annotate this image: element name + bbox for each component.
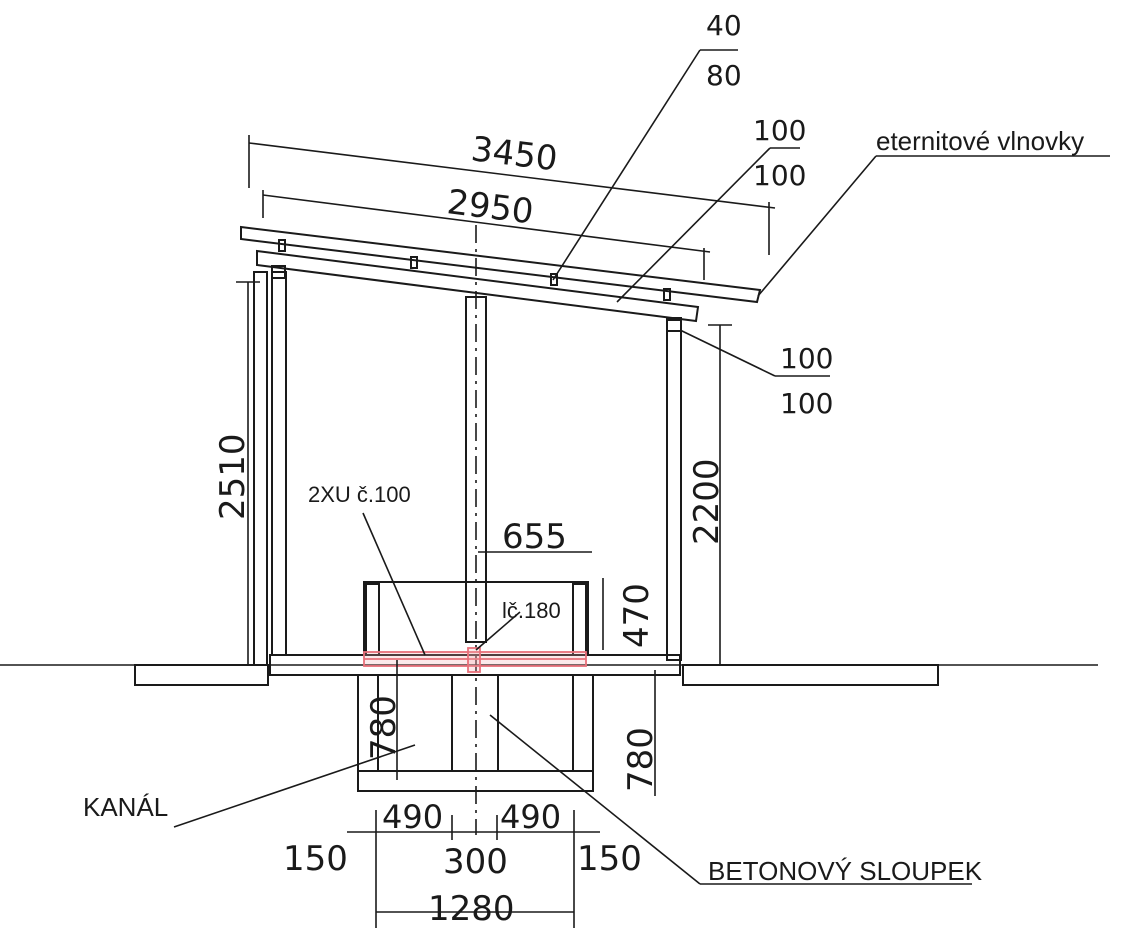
roof-beam — [256, 249, 700, 323]
annotation-texts: 40 80 100 100 100 100 eternitové vlnovky… — [83, 9, 1084, 886]
roof-sheet — [240, 225, 762, 304]
dim-2950: 2950 — [445, 182, 536, 232]
concrete-post-label: BETONOVÝ SLOUPEK — [708, 856, 983, 886]
channel-beams-label: 2XU č.100 — [308, 482, 411, 507]
post-label-bottom: 100 — [780, 387, 833, 420]
purlin-label-bottom: 80 — [706, 59, 742, 92]
dim-2200: 2200 — [687, 458, 727, 545]
beam-label-bottom: 100 — [753, 159, 806, 192]
dimension-texts: 3450 2950 2510 2200 655 470 780 780 490 … — [213, 129, 727, 929]
foundation-right — [682, 664, 939, 686]
roofing-label: eternitové vlnovky — [876, 126, 1084, 156]
dim-150-right: 150 — [577, 839, 642, 879]
dim-1280: 1280 — [428, 889, 515, 929]
post-right — [666, 319, 682, 661]
plate-label: lč.180 — [502, 598, 561, 623]
dim-300: 300 — [443, 842, 508, 882]
dim-490-left: 490 — [382, 798, 443, 836]
dim-655: 655 — [502, 517, 567, 557]
dimension-lines — [236, 135, 776, 928]
dim-2510: 2510 — [213, 433, 253, 520]
purlins — [271, 239, 682, 332]
foundation-left — [134, 664, 269, 686]
u-channel-beams — [363, 647, 587, 673]
post-left — [253, 271, 287, 666]
purlin-label-top: 40 — [706, 9, 742, 42]
post-label-top: 100 — [780, 342, 833, 375]
channel-label: KANÁL — [83, 792, 168, 822]
dim-780-right: 780 — [621, 727, 661, 792]
dim-780-left: 780 — [364, 695, 404, 760]
beam-label-top: 100 — [753, 114, 806, 147]
dim-470: 470 — [617, 583, 657, 648]
dim-490-right: 490 — [500, 798, 561, 836]
leader-lines — [173, 49, 1110, 885]
dim-150-left: 150 — [283, 839, 348, 879]
